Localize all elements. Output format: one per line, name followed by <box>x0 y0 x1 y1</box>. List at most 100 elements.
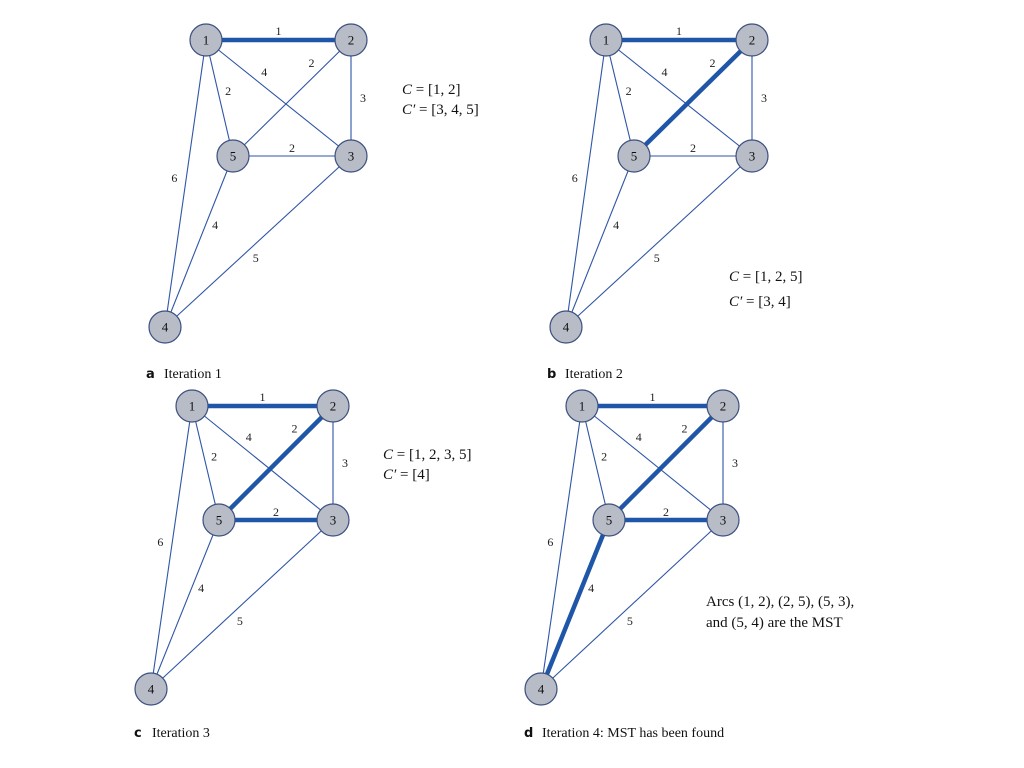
node-label: 5 <box>606 513 613 528</box>
edge-3-4 <box>164 155 352 328</box>
edge-weight-label: 4 <box>636 430 642 444</box>
edge-weight-label: 2 <box>289 141 295 155</box>
edge-weight-label: 5 <box>654 251 660 265</box>
edge-1-4 <box>565 39 607 328</box>
edge-1-4 <box>540 405 583 690</box>
edge-weight-label: 2 <box>601 449 607 463</box>
node-3: 3 <box>316 503 350 537</box>
panel-caption: Iteration 2 <box>565 367 623 382</box>
node-circle <box>549 310 583 344</box>
node-1: 1 <box>189 23 223 57</box>
node-label: 4 <box>563 320 570 335</box>
set-variable: C′ <box>383 467 397 483</box>
set-variable: C′ <box>402 102 416 118</box>
node-circle <box>735 23 769 57</box>
edge-5-4 <box>565 155 635 328</box>
edge-weight-label: 2 <box>690 141 696 155</box>
edge-weight-label: 2 <box>273 505 279 519</box>
edge-5-4 <box>150 519 220 690</box>
node-4: 4 <box>148 310 182 344</box>
edge-weight-label: 4 <box>212 218 218 232</box>
panel-letter: b <box>547 367 556 382</box>
set-value: = [1, 2, 3, 5] <box>393 447 471 463</box>
edge-weight-label: 1 <box>676 24 682 38</box>
edge-1-4 <box>164 39 207 328</box>
node-label: 1 <box>203 33 210 48</box>
node-label: 5 <box>216 513 223 528</box>
node-1: 1 <box>589 23 623 57</box>
edge-3-4 <box>540 519 724 690</box>
set-value: = [4] <box>396 467 429 483</box>
edge-weight-label: 5 <box>253 251 259 265</box>
node-label: 3 <box>348 149 355 164</box>
node-5: 5 <box>617 139 651 173</box>
node-circle <box>202 503 236 537</box>
node-label: 4 <box>538 682 545 697</box>
edge-weight-label: 4 <box>588 581 594 595</box>
node-circle <box>592 503 626 537</box>
edge-1-5 <box>581 405 610 521</box>
node-4: 4 <box>134 672 168 706</box>
node-circle <box>706 389 740 423</box>
edge-weight-label: 4 <box>198 581 204 595</box>
edge-1-3 <box>191 405 334 521</box>
node-circle <box>134 672 168 706</box>
node-label: 1 <box>189 399 196 414</box>
node-label: 2 <box>720 399 727 414</box>
edge-3-4 <box>565 155 753 328</box>
set-annotation-line: C = [1, 2, 5] <box>729 269 802 285</box>
edge-2-5-mst <box>216 403 336 523</box>
node-3: 3 <box>334 139 368 173</box>
panel-letter: d <box>524 726 533 741</box>
edge-weight-label: 2 <box>682 422 688 436</box>
edge-weight-label: 5 <box>627 614 633 628</box>
set-value: = [1, 2] <box>412 82 460 98</box>
node-circle <box>565 389 599 423</box>
node-label: 2 <box>749 33 756 48</box>
edge-1-5 <box>205 39 234 157</box>
edge-weight-label: 3 <box>732 456 738 470</box>
node-3: 3 <box>735 139 769 173</box>
edge-2-5-mst <box>606 403 726 523</box>
node-label: 3 <box>330 513 337 528</box>
edge-weight-label: 2 <box>292 422 298 436</box>
node-label: 5 <box>230 149 237 164</box>
node-circle <box>316 503 350 537</box>
edge-weight-label: 6 <box>547 535 553 549</box>
node-circle <box>334 23 368 57</box>
edge-weight-label: 3 <box>342 456 348 470</box>
node-circle <box>148 310 182 344</box>
node-circle <box>316 389 350 423</box>
node-5: 5 <box>592 503 626 537</box>
edge-weight-label: 5 <box>237 614 243 628</box>
edge-weight-label: 4 <box>246 430 252 444</box>
set-annotation-line: C′ = [3, 4, 5] <box>402 102 479 118</box>
set-value: and (5, 4) are the MST <box>706 615 843 631</box>
edge-2-5 <box>232 39 352 157</box>
edge-weight-label: 2 <box>626 84 632 98</box>
node-2: 2 <box>735 23 769 57</box>
edge-weight-label: 1 <box>276 24 282 38</box>
edge-weight-label: 3 <box>360 91 366 105</box>
node-circle <box>216 139 250 173</box>
set-value: = [3, 4] <box>742 294 790 310</box>
node-circle <box>189 23 223 57</box>
node-label: 4 <box>162 320 169 335</box>
edge-5-4 <box>164 155 234 328</box>
edge-weight-label: 4 <box>261 65 267 79</box>
node-5: 5 <box>202 503 236 537</box>
set-annotation-line: Arcs (1, 2), (2, 5), (5, 3), <box>706 594 854 610</box>
node-label: 2 <box>348 33 355 48</box>
edge-1-5 <box>605 39 635 157</box>
node-4: 4 <box>549 310 583 344</box>
edge-weight-label: 6 <box>572 171 578 185</box>
edge-1-4 <box>150 405 193 690</box>
node-circle <box>617 139 651 173</box>
node-5: 5 <box>216 139 250 173</box>
panel-caption: Iteration 1 <box>164 367 222 382</box>
set-annotation-line: C′ = [3, 4] <box>729 294 791 310</box>
